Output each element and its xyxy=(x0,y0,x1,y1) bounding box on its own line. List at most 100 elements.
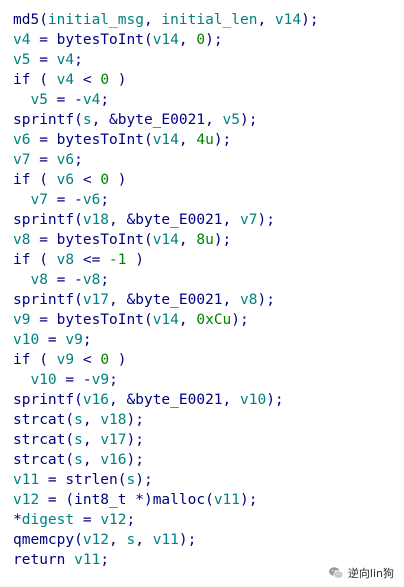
code-token: ); xyxy=(257,212,275,228)
code-token: = bytesToInt( xyxy=(30,132,153,148)
code-token: v10 xyxy=(240,392,267,408)
code-token: * xyxy=(13,512,22,528)
code-line: v8 = -v8; xyxy=(13,270,319,290)
code-token: v14 xyxy=(152,132,179,148)
code-token: ); xyxy=(266,392,284,408)
code-line: v6 = bytesToInt(v14, 4u); xyxy=(13,130,319,150)
code-token: v14 xyxy=(152,32,179,48)
code-token: strcat( xyxy=(13,452,75,468)
code-line: strcat(s, v17); xyxy=(13,430,319,450)
code-token xyxy=(13,92,30,108)
code-token: ); xyxy=(126,432,144,448)
code-line: v10 = v9; xyxy=(13,330,319,350)
code-token: v5 xyxy=(222,112,240,128)
code-token: v4 xyxy=(13,32,31,48)
code-token: = - xyxy=(47,92,83,108)
code-token: strcat( xyxy=(13,412,75,428)
code-token: if ( xyxy=(13,252,57,268)
code-token: = xyxy=(30,152,57,168)
code-token: v9 xyxy=(65,332,83,348)
code-token: v17 xyxy=(100,432,127,448)
code-token: ); xyxy=(301,12,319,28)
code-token: ); xyxy=(240,492,258,508)
code-token: v4 xyxy=(82,92,101,108)
code-token: , xyxy=(178,132,197,148)
code-token: sprintf( xyxy=(13,112,83,128)
code-token: 0 xyxy=(100,352,110,368)
code-token: strcat( xyxy=(13,432,75,448)
code-line: v4 = bytesToInt(v14, 0); xyxy=(13,30,319,50)
code-token: 0xCu xyxy=(196,312,232,328)
code-token xyxy=(13,372,30,388)
code-token: , &byte_E0021, xyxy=(109,392,240,408)
code-token: ); xyxy=(205,32,223,48)
code-token: v8 xyxy=(30,272,48,288)
code-token: v5 xyxy=(13,52,31,68)
code-token: ; xyxy=(109,372,118,388)
code-token: v17 xyxy=(82,292,110,308)
code-token: v14 xyxy=(274,12,302,28)
code-token: v8 xyxy=(240,292,258,308)
code-token: digest xyxy=(21,512,75,528)
code-line: sprintf(v18, &byte_E0021, v7); xyxy=(13,210,319,230)
code-token: = - xyxy=(47,272,83,288)
code-token: ); xyxy=(135,472,153,488)
code-line: v7 = -v6; xyxy=(13,190,319,210)
code-token: = xyxy=(30,52,57,68)
code-token: ; xyxy=(100,552,110,568)
code-line: if ( v8 <= -1 ) xyxy=(13,250,319,270)
code-line: if ( v6 < 0 ) xyxy=(13,170,319,190)
code-token: v14 xyxy=(152,312,179,328)
code-token: initial_msg xyxy=(47,12,144,28)
code-token: v14 xyxy=(152,232,179,248)
code-token: , xyxy=(135,532,153,548)
code-line: v12 = (int8_t *)malloc(v11); xyxy=(13,490,319,510)
code-token: = (int8_t *)malloc( xyxy=(39,492,214,508)
code-token: ); xyxy=(231,312,249,328)
code-token: , xyxy=(178,32,197,48)
code-token: ) xyxy=(109,352,127,368)
code-line: strcat(s, v18); xyxy=(13,410,319,430)
code-token: ; xyxy=(100,272,110,288)
code-token: s xyxy=(74,412,83,428)
code-token: v11 xyxy=(74,552,101,568)
code-line: v8 = bytesToInt(v14, 8u); xyxy=(13,230,319,250)
code-token: 8u xyxy=(196,232,214,248)
code-token: = - xyxy=(47,192,83,208)
code-token: 0 xyxy=(100,72,110,88)
code-token: , xyxy=(82,432,101,448)
watermark: 逆向lin狗 xyxy=(328,565,394,581)
wechat-icon xyxy=(328,565,344,581)
code-token: , xyxy=(82,452,101,468)
code-line: sprintf(v16, &byte_E0021, v10); xyxy=(13,390,319,410)
code-token: ); xyxy=(178,532,197,548)
code-token: ; xyxy=(100,92,110,108)
code-token: ); xyxy=(126,452,144,468)
code-token: v10 xyxy=(13,332,40,348)
code-token: v7 xyxy=(13,152,31,168)
watermark-text: 逆向lin狗 xyxy=(347,567,394,580)
code-token: ); xyxy=(257,292,275,308)
code-token: <= xyxy=(74,252,110,268)
code-line: md5(initial_msg, initial_len, v14); xyxy=(13,10,319,30)
code-token: ); xyxy=(240,112,258,128)
code-token: s xyxy=(126,532,136,548)
code-token: v11 xyxy=(13,472,40,488)
code-token: if ( xyxy=(13,172,57,188)
code-token: v6 xyxy=(82,192,101,208)
code-token: qmemcpy( xyxy=(13,532,83,548)
code-token: v9 xyxy=(91,372,110,388)
code-line: return v11; xyxy=(13,550,319,570)
code-token: ; xyxy=(100,192,110,208)
code-token: v16 xyxy=(82,392,110,408)
code-token: , xyxy=(82,412,101,428)
code-token: return xyxy=(13,552,75,568)
code-token: = bytesToInt( xyxy=(30,232,153,248)
code-token: v18 xyxy=(100,412,127,428)
code-token: < xyxy=(74,172,101,188)
code-token: if ( xyxy=(13,72,57,88)
code-token: v7 xyxy=(30,192,48,208)
code-line: v5 = v4; xyxy=(13,50,319,70)
code-token: , xyxy=(109,532,127,548)
code-token: ; xyxy=(126,512,136,528)
